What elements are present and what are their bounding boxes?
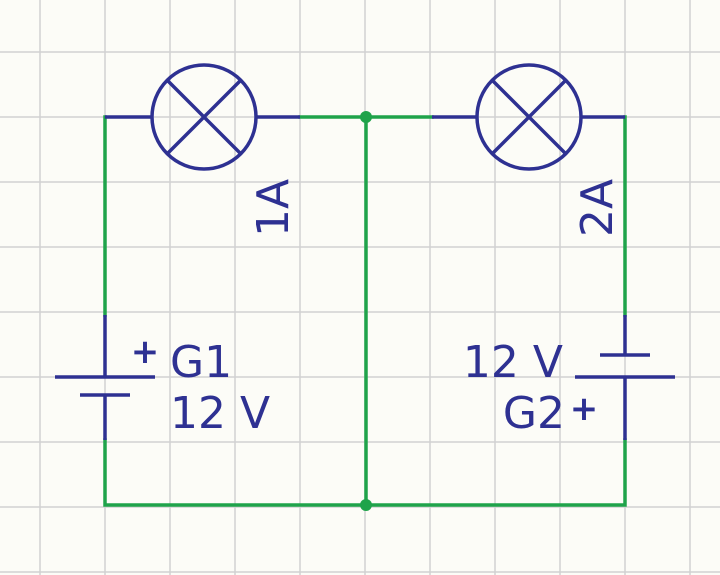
battery-icon bbox=[575, 315, 675, 440]
junction-top bbox=[360, 111, 372, 123]
battery-icon bbox=[55, 315, 155, 440]
junctions bbox=[360, 111, 372, 511]
battery-1-polarity: + bbox=[131, 332, 160, 372]
components bbox=[55, 63, 675, 440]
wires bbox=[103, 115, 627, 507]
lamp-1-cross bbox=[165, 78, 243, 156]
junction-bottom bbox=[360, 499, 372, 511]
lamp-icon bbox=[150, 63, 258, 171]
lamp-1-label: 1A bbox=[248, 179, 299, 237]
lamp-2-label: 2A bbox=[572, 179, 623, 237]
battery-1-voltage: 12 V bbox=[170, 388, 270, 439]
lamp-2 bbox=[432, 63, 625, 171]
battery-1-name: G1 bbox=[170, 337, 232, 388]
battery-2-voltage: 12 V bbox=[463, 337, 563, 388]
battery-2-polarity: + bbox=[570, 389, 599, 429]
labels: 1A 2A + G1 12 V 12 V G2 + bbox=[131, 179, 623, 439]
lamp-2-cross bbox=[490, 78, 568, 156]
battery-2-name: G2 bbox=[503, 388, 565, 439]
lamp-1 bbox=[105, 63, 300, 171]
lamp-icon bbox=[475, 63, 583, 171]
